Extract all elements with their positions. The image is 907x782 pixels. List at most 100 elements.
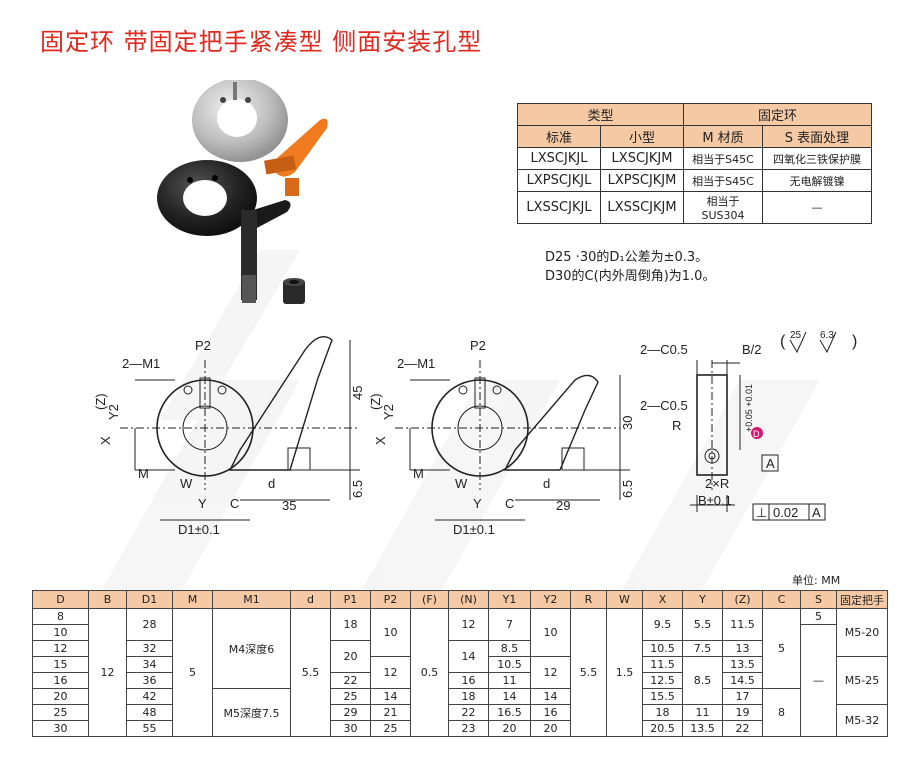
table-cell: 20 bbox=[530, 720, 571, 737]
drawing-middle bbox=[395, 360, 630, 521]
label-y-mid: Y bbox=[473, 496, 482, 511]
table-cell: M5-25 bbox=[836, 656, 888, 705]
table-cell: 5.5 bbox=[290, 608, 331, 737]
table-cell: 14.5 bbox=[722, 672, 763, 689]
table-cell: 8.5 bbox=[488, 640, 531, 657]
svg-text:D: D bbox=[753, 429, 760, 439]
table-cell: 14 bbox=[370, 688, 411, 705]
small-header: 小型 bbox=[600, 125, 684, 148]
table-cell: 14 bbox=[448, 640, 489, 673]
table-cell: 55 bbox=[126, 720, 173, 737]
table-cell: 18 bbox=[448, 688, 489, 705]
drawing-left bbox=[120, 336, 360, 521]
note-chamfer: D30的C(内外周倒角)为1.0。 bbox=[545, 269, 716, 284]
table-cell: 28 bbox=[126, 608, 173, 641]
label-d1-mid: D1±0.1 bbox=[453, 522, 495, 537]
table-cell: 30 bbox=[330, 720, 371, 737]
flatness-symbol: ⊥ bbox=[756, 505, 767, 520]
drawing-side-view bbox=[690, 331, 837, 521]
table-cell: 25 bbox=[330, 688, 371, 705]
label-d1-left: D1±0.1 bbox=[178, 522, 220, 537]
ring-group-header: 固定环 bbox=[683, 103, 872, 126]
table-cell: 20 bbox=[32, 688, 89, 705]
table-cell: 11.5 bbox=[722, 608, 763, 641]
label-x-mid: X bbox=[373, 436, 388, 445]
label-c-left: C bbox=[230, 496, 239, 511]
label-rough-25: 25 bbox=[790, 330, 802, 341]
table-cell: 1.5 bbox=[606, 608, 643, 737]
technical-drawings: 2—M1 P2 (Z) Y2 X M W Y C d D1±0.1 35 45 … bbox=[93, 330, 857, 537]
table-cell: 36 bbox=[126, 672, 173, 689]
table-cell: 16 bbox=[32, 672, 89, 689]
table-cell: 7.5 bbox=[682, 640, 723, 657]
table-row: 15 34 12 10.5 12 11.5 8.5 13.5 M5-25 bbox=[32, 656, 888, 705]
label-2xr: 2×R bbox=[705, 476, 729, 491]
table-cell: 8.5 bbox=[682, 656, 723, 705]
label-30: 30 bbox=[620, 416, 635, 430]
table-cell: 9.5 bbox=[642, 608, 683, 641]
surface-header: S 表面处理 bbox=[762, 125, 872, 148]
label-flatness: 0.02 bbox=[773, 505, 798, 520]
table-cell: 21 bbox=[370, 704, 411, 721]
table-cell: 13 bbox=[722, 640, 763, 657]
table-row: LXPSCJKJL LXPSCJKJM 相当于S45C 无电解镀镍 bbox=[517, 169, 872, 192]
table-cell: 19 bbox=[722, 704, 763, 721]
table-cell: 12 bbox=[370, 656, 411, 689]
table-row: 8 12 28 5 M4深度6 5.5 18 10 0.5 12 7 10 5.… bbox=[32, 608, 888, 737]
table-cell: 10 bbox=[370, 608, 411, 657]
table-cell: 5.5 bbox=[682, 608, 723, 641]
table-cell: M5深度7.5 bbox=[212, 688, 291, 737]
svg-text:(: ( bbox=[780, 333, 786, 350]
table-cell: 12 bbox=[448, 608, 489, 641]
table-cell: 48 bbox=[126, 704, 173, 721]
table-row: 12 32 20 14 8.5 10.5 7.5 13 bbox=[32, 640, 888, 673]
table-cell: 7 bbox=[488, 608, 531, 641]
label-datum-a-side: A bbox=[766, 456, 775, 471]
table-cell: 16 bbox=[448, 672, 489, 689]
label-tolerance: +0.05 +0.01 bbox=[744, 384, 754, 432]
label-m-mid: M bbox=[413, 466, 424, 481]
table-cell: 5 bbox=[762, 608, 801, 689]
label-d-mid: d bbox=[543, 476, 550, 491]
table-cell: 25 bbox=[32, 704, 89, 721]
marker-d-icon bbox=[751, 427, 763, 439]
table-cell: 17 bbox=[722, 688, 763, 705]
label-z-mid: (Z) bbox=[368, 393, 383, 410]
label-rough-63: 6.3 bbox=[820, 330, 834, 341]
spec-header-row: D B D1 M M1 d P1 P2 (F) (N) Y1 Y2 R W X … bbox=[32, 590, 888, 609]
table-cell: 20.5 bbox=[642, 720, 683, 737]
table-cell: 11 bbox=[682, 704, 723, 721]
unit-label: 单位: MM bbox=[792, 574, 841, 587]
table-cell: 14 bbox=[530, 688, 571, 705]
table-cell: 25 bbox=[370, 720, 411, 737]
table-cell: 0.5 bbox=[410, 608, 449, 737]
type-table: 类型 固定环 标准 小型 M 材质 S 表面处理 LXSCJKJL LXSCJK… bbox=[517, 103, 872, 224]
table-cell: 16.5 bbox=[488, 704, 531, 721]
table-cell: 12 bbox=[88, 608, 127, 737]
table-cell: 14 bbox=[488, 688, 531, 705]
label-45: 45 bbox=[350, 386, 365, 400]
table-cell: 11 bbox=[488, 672, 531, 689]
label-65-mid: 6.5 bbox=[620, 480, 635, 498]
table-cell: 11.5 bbox=[642, 656, 683, 673]
table-cell: 5 bbox=[172, 608, 213, 737]
table-cell: 42 bbox=[126, 688, 173, 705]
label-29: 29 bbox=[556, 498, 570, 513]
label-r: R bbox=[672, 418, 681, 433]
label-y2-left: Y2 bbox=[106, 404, 121, 420]
table-row: 20 42 M5深度7.5 25 14 18 14 14 15.5 17 8 bbox=[32, 688, 888, 737]
label-b01: B±0.1 bbox=[698, 493, 732, 508]
material-header: M 材质 bbox=[683, 125, 763, 148]
label-c-mid: C bbox=[505, 496, 514, 511]
table-cell: — bbox=[800, 624, 837, 737]
table-cell: 22 bbox=[722, 720, 763, 737]
label-z-left: (Z) bbox=[93, 393, 108, 410]
label-c05-mid: 2—C0.5 bbox=[640, 398, 688, 413]
table-cell: 8 bbox=[762, 688, 801, 737]
table-cell: 10.5 bbox=[488, 656, 531, 673]
label-p2-left: P2 bbox=[195, 338, 211, 353]
label-d-left: d bbox=[268, 476, 275, 491]
note-tolerance: D25 ·30的D₁公差为±0.3。 bbox=[545, 250, 709, 265]
table-cell: 10 bbox=[32, 624, 89, 641]
table-cell: 5 bbox=[800, 608, 837, 625]
